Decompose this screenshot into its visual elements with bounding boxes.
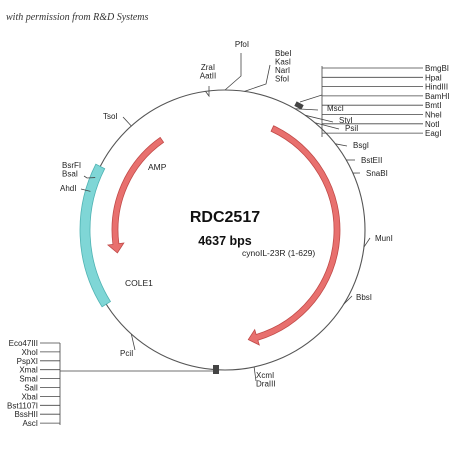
site-tick-bbsi — [343, 295, 353, 305]
mcs-top-bmgbi: BmgBI — [425, 64, 449, 73]
mcs-bottom-bst1107i: Bst1107I — [7, 401, 38, 410]
site-tick-tsoi — [122, 116, 132, 127]
site-label-nari: NarI — [275, 66, 290, 75]
mcs-top-hindiii: HindIII — [425, 83, 448, 92]
bottom-stack-bracket — [59, 343, 215, 425]
site-tick-ahdi — [80, 188, 91, 192]
site-label-kasi: KasI — [275, 58, 291, 67]
feature-label-insert: cynoIL-23R (1-629) — [242, 248, 315, 258]
bottom-mcs-marker — [213, 365, 219, 374]
site-label-bbsi: BbsI — [356, 293, 372, 302]
site-tick-bsgi — [335, 143, 348, 147]
feature-insert — [247, 125, 341, 346]
site-label-psii: PsiI — [345, 124, 358, 133]
plasmid-size: 4637 bps — [198, 234, 252, 248]
mcs-top-bamhi: BamHI — [425, 92, 449, 101]
mcs-top-bmti: BmtI — [425, 101, 441, 110]
site-label-tsoi: TsoI — [103, 112, 118, 121]
site-label-bsteii: BstEII — [361, 156, 382, 165]
site-tick-muni — [363, 237, 371, 248]
plasmid-name: RDC2517 — [190, 209, 260, 226]
mcs-bottom-smai: SmaI — [19, 375, 38, 384]
site-label-bsrfi: BsrFI — [62, 161, 81, 170]
site-label-draiii: DraIII — [256, 380, 276, 389]
feature-ori — [79, 163, 112, 308]
top-stack-bracket — [299, 66, 323, 137]
bottom-multiple-cloning-site: Eco47IIIXhoIPspXIXmaISmaISalIXbaIBst1107… — [7, 339, 219, 428]
permission-note: with permission from R&D Systems — [6, 12, 149, 23]
site-label-snabi: SnaBI — [366, 169, 388, 178]
mcs-top-hpai: HpaI — [425, 73, 442, 82]
feature-label-ori: COLE1 — [125, 278, 153, 288]
site-tick-styi — [305, 114, 334, 123]
top-mcs-marker — [294, 101, 304, 110]
site-tick-bsrfi — [83, 175, 96, 179]
site-label-bbei: BbeI — [275, 49, 291, 58]
mcs-bottom-sali: SalI — [24, 384, 38, 393]
site-label-zrai: ZraI — [201, 63, 215, 72]
site-label-msci: MscI — [327, 104, 344, 113]
mcs-bottom-xmai: XmaI — [19, 366, 38, 375]
site-label-sfoi: SfoI — [275, 75, 289, 84]
mcs-top-eagi: EagI — [425, 129, 441, 138]
site-tick-msci — [294, 108, 319, 111]
mcs-bottom-xhoi: XhoI — [22, 348, 38, 357]
mcs-top-nhei: NheI — [425, 111, 442, 120]
bottom-stack-labels: Eco47IIIXhoIPspXIXmaISmaISalIXbaIBst1107… — [7, 339, 60, 428]
site-tick-zrai — [205, 86, 210, 98]
site-label-ahdi: AhdI — [60, 184, 76, 193]
site-tick-xcmi — [253, 366, 257, 382]
mcs-bottom-asci: AscI — [22, 419, 38, 428]
mcs-bottom-xbai: XbaI — [22, 392, 38, 401]
site-tick-pcii — [130, 333, 136, 351]
site-label-pcii: PciI — [120, 349, 133, 358]
site-label-xcmi: XcmI — [256, 371, 274, 380]
feature-label-amp: AMP — [148, 162, 167, 172]
mcs-bottom-bsshii: BssHII — [14, 410, 38, 419]
site-label-bsgi: BsgI — [353, 141, 369, 150]
feature-layer: cynoIL-23R (1-629) AMP COLE1 — [79, 125, 341, 346]
site-label-muni: MunI — [375, 234, 393, 243]
site-tick-bbei — [244, 64, 271, 92]
mcs-top-noti: NotI — [425, 120, 440, 129]
site-label-bsai: BsaI — [62, 170, 78, 179]
feature-amp — [106, 136, 165, 254]
plasmid-backbone — [84, 89, 366, 371]
site-tick-pfoi — [224, 53, 242, 91]
site-label-pfoi: PfoI — [235, 40, 249, 49]
site-label-aatii: AatII — [200, 72, 216, 81]
mcs-bottom-eco47iii: Eco47III — [9, 339, 38, 348]
mcs-bottom-pspxi: PspXI — [17, 357, 38, 366]
site-label-styi: StyI — [339, 116, 353, 125]
site-tick-psii — [314, 122, 340, 130]
